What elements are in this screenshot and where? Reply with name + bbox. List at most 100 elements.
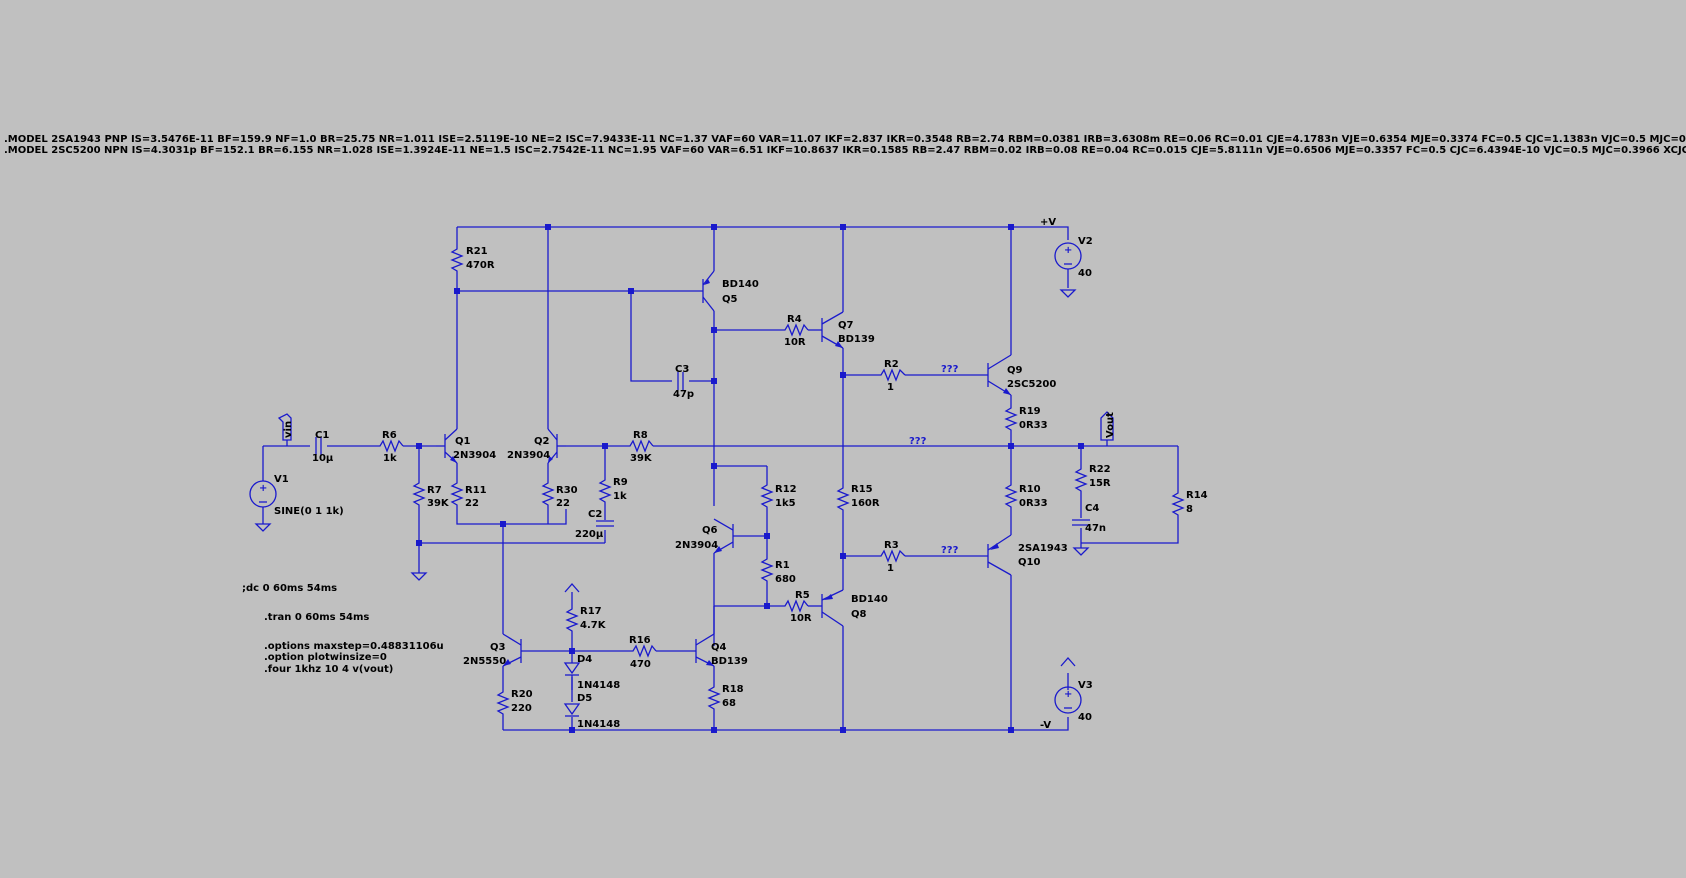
- capacitor-C2[interactable]: C2 220µ: [575, 509, 614, 540]
- transistor-Q10-label: Q10: [1018, 557, 1040, 568]
- capacitor-C3-label: 47p: [673, 389, 694, 400]
- junctions-shape: [416, 540, 422, 546]
- resistor-R8[interactable]: R8 39K: [625, 430, 654, 464]
- resistor-R9-label: 1k: [613, 491, 627, 502]
- resistor-R14[interactable]: R14 8: [1172, 486, 1208, 520]
- resistor-R16[interactable]: R16 470: [628, 635, 657, 670]
- junctions-shape: [602, 443, 608, 449]
- voltage-source-V1[interactable]: + V1 SINE(0 1 1k): [249, 474, 344, 517]
- resistor-R10[interactable]: R10 0R33: [1005, 478, 1048, 512]
- transistor-Q4[interactable]: Q4 BD139: [695, 633, 748, 667]
- capacitor-C1[interactable]: C1 10µ: [312, 430, 334, 464]
- net-label-unknown: ???: [941, 545, 959, 556]
- resistor-R16-label: R16: [629, 635, 651, 646]
- transistor-Q7-label: BD139: [838, 334, 875, 345]
- transistor-Q1[interactable]: Q1 2N3904: [436, 428, 496, 464]
- directive-option-plotwinsize[interactable]: .option plotwinsize=0: [264, 652, 387, 663]
- transistor-Q5-shape: [702, 296, 715, 312]
- transistor-Q4-shape: [706, 660, 714, 666]
- resistor-R1-label: R1: [775, 560, 790, 571]
- transistor-Q7[interactable]: Q7 BD139: [821, 311, 875, 349]
- supply-arrow-symbol-shape: [1060, 657, 1076, 667]
- transistor-Q6-label: Q6: [702, 525, 718, 536]
- resistor-R17[interactable]: R17 4.7K: [566, 602, 607, 636]
- resistor-R19[interactable]: R19 0R33: [1005, 401, 1048, 435]
- capacitor-C3[interactable]: C3 47p: [673, 364, 694, 400]
- capacitor-C2-label: C2: [588, 509, 602, 520]
- ground-symbol-shape: [410, 572, 428, 581]
- resistor-R6[interactable]: R6 1k: [375, 430, 404, 464]
- junctions-shape: [454, 288, 460, 294]
- junctions-shape: [569, 727, 575, 733]
- resistor-R9[interactable]: R9 1k: [599, 473, 628, 507]
- junctions-shape: [764, 533, 770, 539]
- transistor-Q2-label: Q2: [534, 436, 550, 447]
- transistor-Q6-label: 2N3904: [675, 540, 718, 551]
- voltage-source-V2[interactable]: + V2 40: [1054, 236, 1093, 288]
- diode-D4-label: 1N4148: [577, 680, 620, 691]
- resistor-R3-label: R3: [884, 540, 899, 551]
- resistor-R11-shape: [451, 476, 463, 510]
- resistor-R21[interactable]: R21 470R: [451, 242, 495, 276]
- transistor-Q8[interactable]: BD140 Q8: [821, 589, 888, 627]
- resistor-R3-label: 1: [887, 563, 894, 574]
- resistor-R19-shape: [1005, 401, 1017, 435]
- model-line-2sa1943: .MODEL 2SA1943 PNP IS=3.5476E-11 BF=159.…: [4, 134, 1686, 145]
- resistor-R17-label: R17: [580, 606, 602, 617]
- net-flag-vout[interactable]: Vout: [1100, 411, 1116, 446]
- resistor-R11[interactable]: R11 22: [451, 476, 487, 510]
- transistor-Q2-shape: [547, 428, 558, 441]
- resistor-R15-label: R15: [851, 484, 873, 495]
- resistor-R18[interactable]: R18 68: [708, 680, 744, 714]
- net-flag-vin-shape: [277, 413, 292, 441]
- transistor-Q6-shape: [714, 546, 722, 553]
- resistor-R2[interactable]: R2 1: [876, 359, 906, 393]
- resistor-R20[interactable]: R20 220: [497, 685, 533, 719]
- resistor-R5-label: 10R: [790, 613, 812, 624]
- transistor-Q10-shape: [987, 561, 1012, 576]
- resistor-R20-label: R20: [511, 689, 533, 700]
- ground-symbol-shape: [254, 523, 272, 532]
- resistor-R5[interactable]: R5 10R: [780, 590, 812, 624]
- resistor-R7[interactable]: R7 39K: [413, 476, 450, 510]
- directive-tran[interactable]: .tran 0 60ms 54ms: [264, 612, 369, 623]
- resistor-R6-label: 1k: [383, 453, 397, 464]
- transistor-Q1-label: 2N3904: [453, 450, 496, 461]
- directive-dc[interactable]: ;dc 0 60ms 54ms: [242, 583, 337, 594]
- resistor-R3[interactable]: R3 1: [876, 540, 906, 574]
- transistor-Q6[interactable]: Q6 2N3904: [675, 518, 734, 554]
- capacitor-C1-label: C1: [315, 430, 329, 441]
- resistor-R12[interactable]: R12 1k5: [761, 478, 797, 512]
- capacitor-C4[interactable]: C4 47n: [1072, 503, 1106, 534]
- directive-options-maxstep[interactable]: .options maxstep=0.48831106u: [264, 641, 444, 652]
- resistor-R6-shape: [375, 439, 404, 453]
- transistor-Q2[interactable]: Q2 2N3904: [507, 428, 566, 464]
- transistor-Q10[interactable]: 2SA1943 Q10: [987, 534, 1068, 576]
- transistor-Q9[interactable]: Q9 2SC5200: [987, 354, 1056, 396]
- resistor-R4-label: 10R: [784, 337, 806, 348]
- resistor-R22[interactable]: R22 15R: [1075, 462, 1111, 496]
- net-flag-vin[interactable]: vin: [277, 413, 294, 446]
- resistor-R1[interactable]: R1 680: [761, 552, 796, 586]
- net-flag-vout-shape: [1100, 411, 1114, 441]
- net-label-unknown: ???: [941, 364, 959, 375]
- directive-four[interactable]: .four 1khz 10 4 v(vout): [264, 664, 393, 675]
- resistor-R7-label: 39K: [427, 498, 450, 509]
- resistor-R14-shape: [1172, 486, 1184, 520]
- resistor-R30[interactable]: R30 22: [542, 476, 578, 510]
- resistor-R15[interactable]: R15 160R: [837, 481, 880, 515]
- resistor-R17-shape: [566, 602, 578, 636]
- resistor-R7-label: R7: [427, 485, 442, 496]
- transistor-Q4-shape: [695, 633, 715, 646]
- resistor-R7-shape: [413, 476, 425, 510]
- transistor-Q5[interactable]: BD140 Q5: [702, 270, 759, 312]
- ground-symbol: [254, 289, 1090, 581]
- diode-D4[interactable]: D4 1N4148: [563, 654, 620, 691]
- resistor-R12-label: R12: [775, 484, 797, 495]
- voltage-source-V3[interactable]: + V3 40: [1054, 680, 1093, 723]
- resistor-R4[interactable]: R4 10R: [780, 314, 809, 348]
- diode-D5[interactable]: D5 1N4148: [563, 693, 620, 730]
- transistor-Q10-shape: [987, 534, 1012, 551]
- transistor-Q3[interactable]: Q3 2N5550: [463, 633, 522, 667]
